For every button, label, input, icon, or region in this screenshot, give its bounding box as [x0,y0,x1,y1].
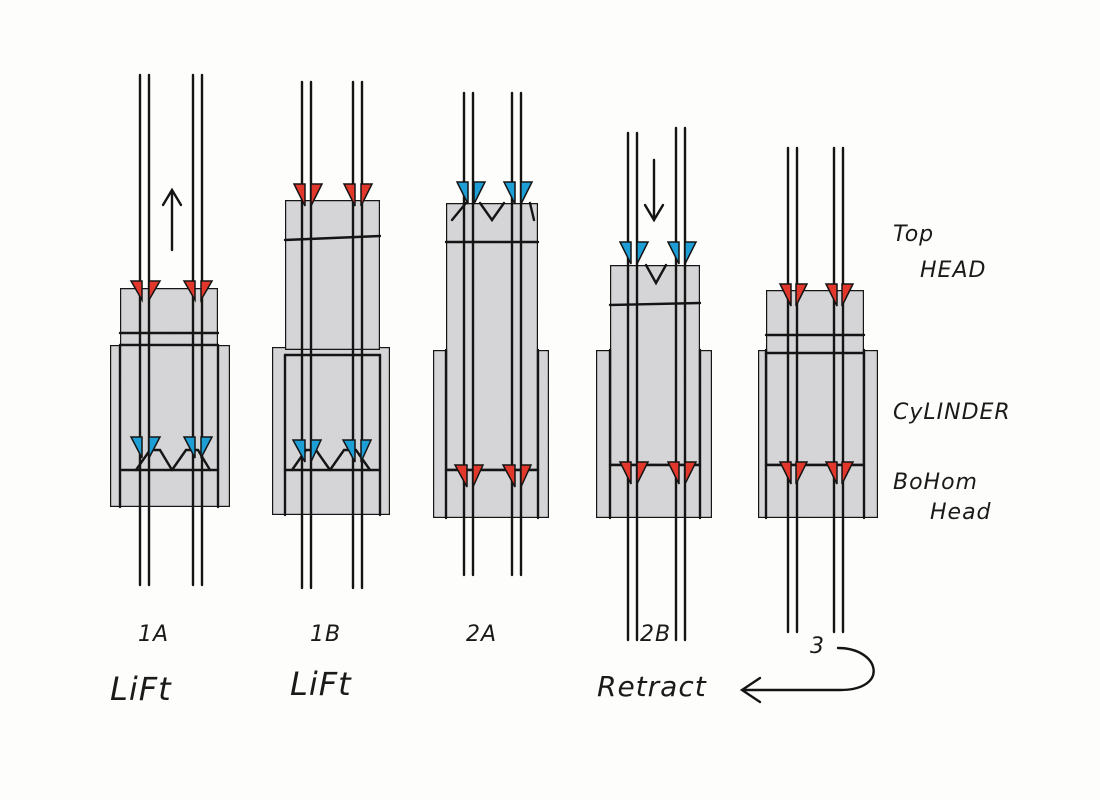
stage-2b-jack [594,126,714,642]
stage-2b-bottom-grips [618,461,698,485]
stage-1b-id: 1B [310,622,342,647]
label-top-head-line1: Top [893,222,935,247]
stage-1b-top-head [283,198,382,352]
stage-3-id: 3 [810,634,825,659]
stage-1b-top-grips [292,183,374,207]
stage-2b-name: Retract [597,670,707,703]
stage-2a-id: 2A [466,622,498,647]
label-top-head-line2: HEAD [920,258,987,283]
stage-2a-jack [431,91,551,577]
label-bottom-head-line2: Head [930,500,992,525]
return-arrow [743,646,875,692]
stage-1a-top-grips [129,280,214,303]
stage-3-jack [739,146,880,704]
stage-1a-id: 1A [138,622,170,647]
stage-3-top-grips [778,283,855,307]
stage-2b-top-head [608,263,702,467]
stage-1a-name: LiFt [110,670,172,708]
label-bottom-head-line1: BoHom [893,470,978,495]
stage-3-bottom-grips [778,461,855,485]
stage-1b-name: LiFt [290,665,352,703]
stage-1b-jack [270,80,392,590]
stage-1b-bottom-grips [291,439,373,463]
stage-2a-bottom-grips [453,464,533,488]
stage-1b-cylinder [270,345,392,517]
stage-1a-jack [108,73,232,587]
stage-1a-bottom-grips [129,436,214,459]
stage-2b-top-grips [618,241,698,265]
stage-3-top-head [764,288,866,467]
label-cylinder: CyLINDER [893,400,1011,425]
stage-2a-top-grips [455,181,534,205]
stage-2b-id: 2B [640,622,672,647]
stage-1a-cylinder [108,343,232,509]
